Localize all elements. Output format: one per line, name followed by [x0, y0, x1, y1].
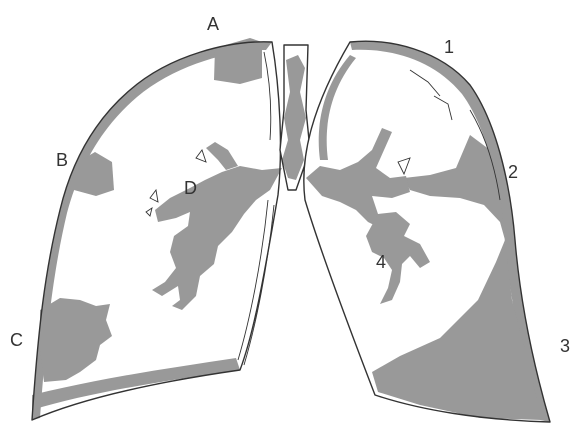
left-lung: [304, 41, 550, 422]
label-B: B: [56, 150, 68, 170]
label-C: C: [10, 330, 23, 350]
label-4: 4: [376, 252, 386, 272]
label-A: A: [207, 14, 219, 34]
label-D: D: [184, 178, 197, 198]
label-3: 3: [560, 336, 570, 356]
label-1: 1: [444, 37, 454, 57]
opacity-A: [214, 38, 262, 84]
right-lung: [32, 38, 282, 420]
label-2: 2: [508, 162, 518, 182]
